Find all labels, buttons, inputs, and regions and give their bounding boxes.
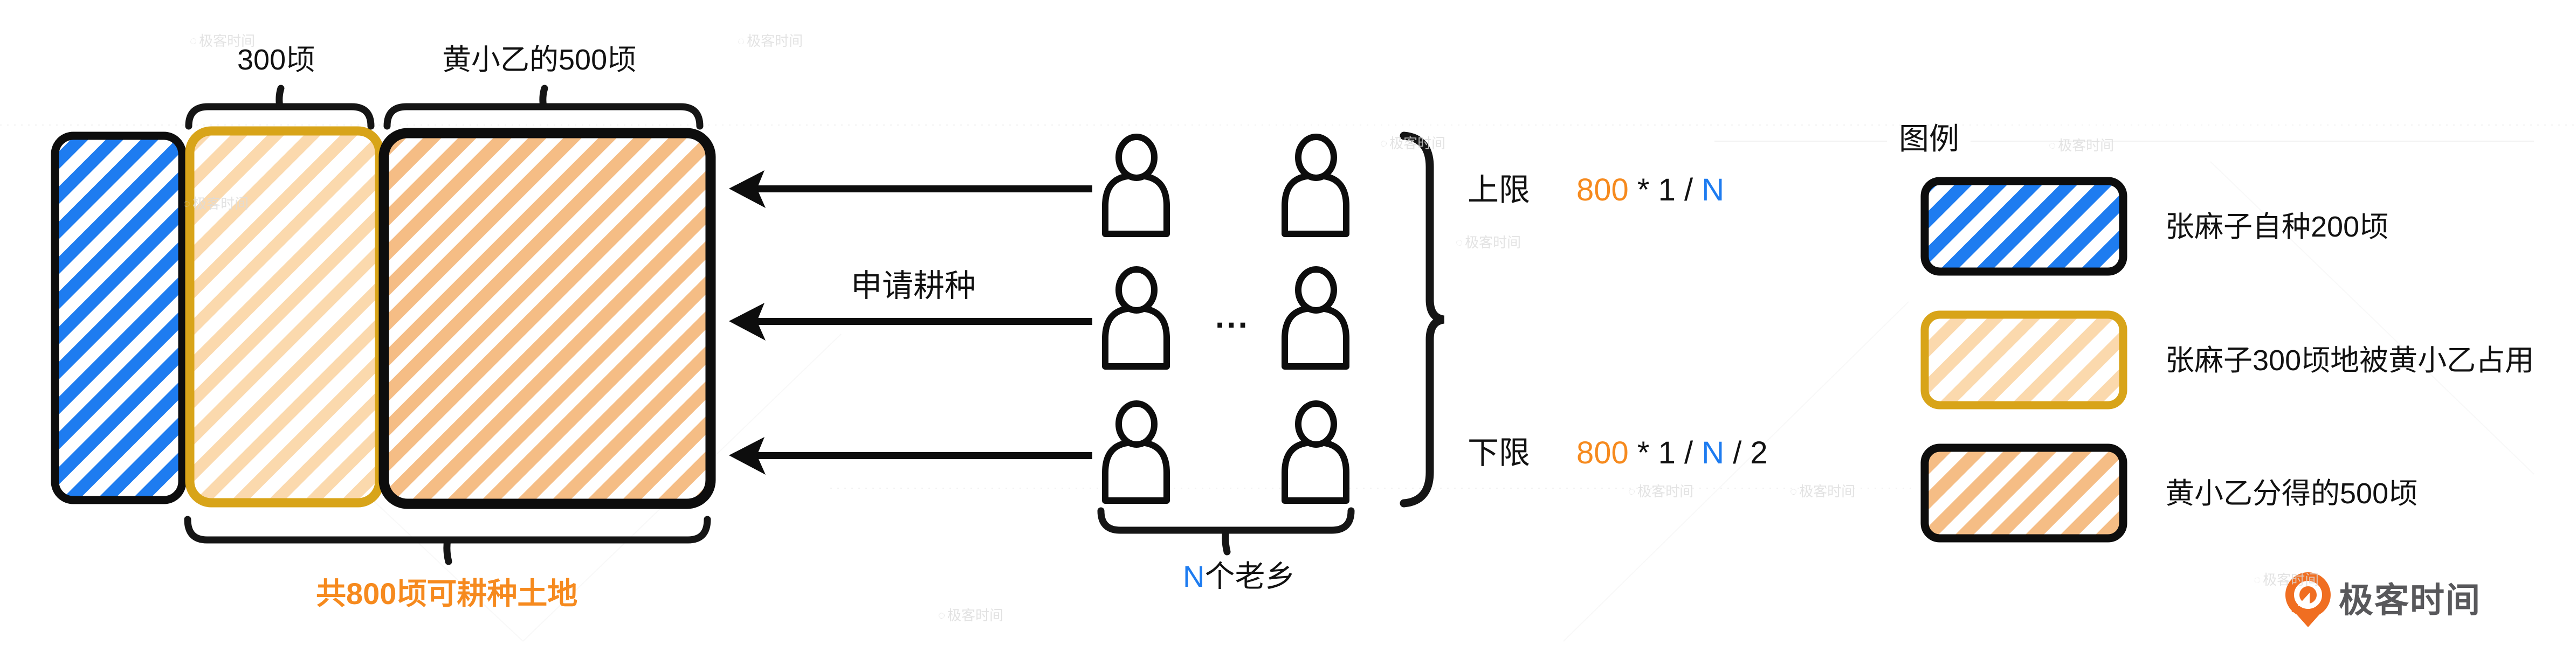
- label-total-800-qing: 共800顷可耕种土地: [316, 577, 578, 611]
- watermark: ◌极客时间: [2049, 137, 2114, 154]
- legend-item-huang-500: 黄小乙分得的500顷: [2165, 477, 2418, 510]
- formula-lower-limit: 800 * 1 / N / 2: [1576, 435, 1768, 471]
- legend-item-zhang-200: 张麻子自种200顷: [2165, 211, 2389, 243]
- brace-300-top: [185, 85, 375, 130]
- legend-swatch-blue: [1920, 177, 2127, 276]
- watermark: ◌极客时间: [1456, 234, 1521, 251]
- formula-lower-n: N: [1702, 435, 1725, 470]
- huang-500-rect: [378, 128, 716, 509]
- geektime-pin-icon: [2285, 572, 2331, 627]
- label-lower-limit: 下限: [1468, 435, 1531, 470]
- watermark: ◌极客时间: [938, 607, 1004, 623]
- label-huang-500-qing: 黄小乙的500顷: [442, 44, 637, 76]
- geektime-logo-text: 极客时间: [2339, 581, 2481, 620]
- watermark: ◌极客时间: [738, 33, 803, 49]
- watermark: ◌极客时间: [1790, 483, 1856, 500]
- formula-upper-n: N: [1702, 172, 1725, 207]
- legend-title: 图例: [1899, 122, 1959, 156]
- person-icon: [1105, 269, 1167, 366]
- brace-total-bottom: [184, 516, 711, 565]
- formula-lower-div2: / 2: [1724, 435, 1768, 470]
- brace-villagers-right: [1400, 131, 1445, 508]
- formula-upper-limit: 800 * 1 / N: [1576, 172, 1724, 209]
- label-300-qing: 300顷: [237, 44, 315, 76]
- label-apply-farming: 申请耕种: [851, 268, 976, 303]
- formula-upper-800: 800: [1576, 172, 1629, 207]
- formula-lower-800: 800: [1576, 435, 1629, 470]
- watermark: ◌极客时间: [1628, 483, 1694, 500]
- apply-arrows: [729, 170, 1092, 475]
- watermark: ◌极客时间: [190, 33, 256, 49]
- legend-swatch-peach: [1920, 310, 2127, 410]
- legend-item-zhang-300-occupied: 张麻子300顷地被黄小乙占用: [2165, 344, 2534, 377]
- brace-500-top: [383, 85, 704, 130]
- brace-villagers-bottom: [1097, 507, 1355, 556]
- watermark: ◌极客时间: [1380, 135, 1446, 151]
- person-icon: [1105, 404, 1167, 501]
- label-n-villagers-rest: 个老乡: [1204, 559, 1296, 593]
- label-n-villagers-n: N: [1183, 559, 1205, 593]
- formula-upper-times: * 1 /: [1628, 172, 1702, 207]
- watermark: ◌极客时间: [183, 196, 249, 212]
- person-icon: [1285, 404, 1346, 501]
- person-icon: [1285, 269, 1346, 366]
- zhang-occupied-300-rect: [185, 126, 384, 508]
- formula-lower-times: * 1 /: [1628, 435, 1702, 470]
- zhang-self-200-rect: [51, 131, 187, 504]
- person-icon: [1285, 137, 1346, 234]
- label-upper-limit: 上限: [1468, 172, 1531, 207]
- watermark: ◌极客时间: [2254, 572, 2319, 588]
- label-n-villagers: N个老乡: [1183, 559, 1295, 594]
- person-icon: [1105, 137, 1167, 234]
- legend-swatch-orange: [1920, 443, 2127, 543]
- ellipsis-more-villagers: ...: [1215, 298, 1250, 335]
